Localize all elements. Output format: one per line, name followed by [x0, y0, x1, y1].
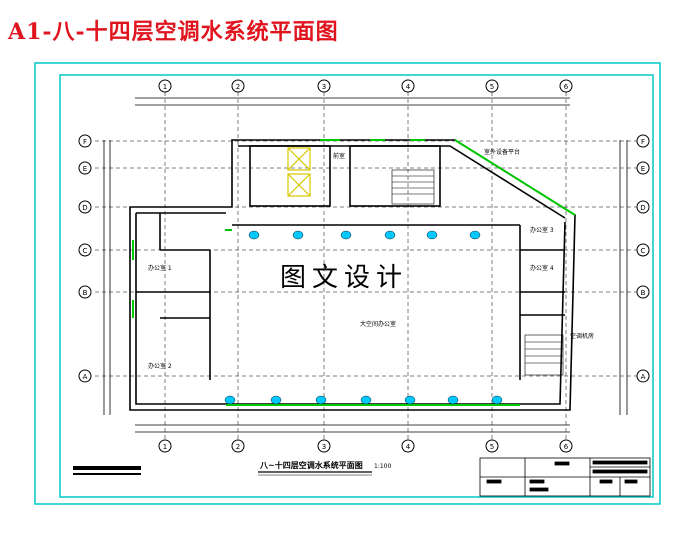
grid-label-left-d: D	[82, 204, 87, 212]
grid-label-top-1: 1	[163, 83, 167, 91]
dimension-lines	[103, 97, 628, 433]
fan-coil-units	[224, 230, 503, 405]
grid-lines	[95, 92, 640, 440]
watermark: 图文设计	[280, 263, 408, 293]
ac-water-pipes	[132, 139, 576, 406]
room-label-office-4: 办公室 4	[530, 264, 554, 272]
room-labels: 办公室 1 办公室 2 办公室 3 办公室 4 大空间办公室 前室 室外设备平台…	[148, 148, 594, 370]
grid-label-bottom-5: 5	[490, 443, 494, 451]
outer-frame	[34, 62, 661, 505]
grid-label-right-d: D	[640, 204, 645, 212]
grid-label-left-e: E	[83, 165, 87, 173]
title-table	[479, 457, 651, 497]
grid-label-left-f: F	[83, 138, 87, 146]
room-label-office-1: 办公室 1	[148, 264, 172, 272]
grid-label-left-c: C	[83, 247, 88, 255]
grid-bubbles-right: F E D C B A	[636, 134, 650, 383]
drawing-title: 八~十四层空调水系统平面图	[259, 460, 363, 470]
grid-label-bottom-3: 3	[322, 443, 326, 451]
grid-label-top-4: 4	[406, 83, 411, 91]
grid-bubbles-left: F E D C B A	[78, 134, 92, 383]
room-label-platform: 室外设备平台	[484, 148, 520, 156]
grid-label-left-b: B	[83, 289, 88, 297]
drawing-scale: 1:100	[374, 463, 391, 470]
room-label-open-office: 大空间办公室	[360, 320, 396, 328]
grid-label-right-b: B	[641, 289, 646, 297]
elevators	[287, 147, 311, 197]
page-title: A1-八-十四层空调水系统平面图	[8, 19, 339, 45]
grid-label-left-a: A	[83, 373, 88, 381]
room-label-ac-room: 空调机房	[570, 332, 594, 340]
grid-label-top-6: 6	[564, 83, 569, 91]
inner-frame	[59, 74, 654, 498]
grid-bubbles-bottom: 1 2 3 4 5 6	[158, 439, 573, 453]
staircases	[391, 169, 564, 376]
drawing-title-block: 八~十四层空调水系统平面图 1:100	[73, 460, 391, 476]
room-label-front-room: 前室	[333, 152, 345, 160]
grid-bubbles-top: 1 2 3 4 5 6	[158, 79, 573, 93]
grid-label-right-f: F	[641, 138, 645, 146]
grid-label-bottom-6: 6	[564, 443, 569, 451]
grid-label-top-2: 2	[236, 83, 240, 91]
grid-label-right-a: A	[641, 373, 646, 381]
grid-label-right-c: C	[641, 247, 646, 255]
grid-label-top-3: 3	[322, 83, 326, 91]
grid-label-bottom-1: 1	[163, 443, 167, 451]
grid-label-top-5: 5	[490, 83, 494, 91]
grid-label-bottom-4: 4	[406, 443, 411, 451]
room-label-office-2: 办公室 2	[148, 362, 172, 370]
grid-label-right-e: E	[641, 165, 645, 173]
grid-label-bottom-2: 2	[236, 443, 240, 451]
room-label-office-3: 办公室 3	[530, 226, 554, 234]
